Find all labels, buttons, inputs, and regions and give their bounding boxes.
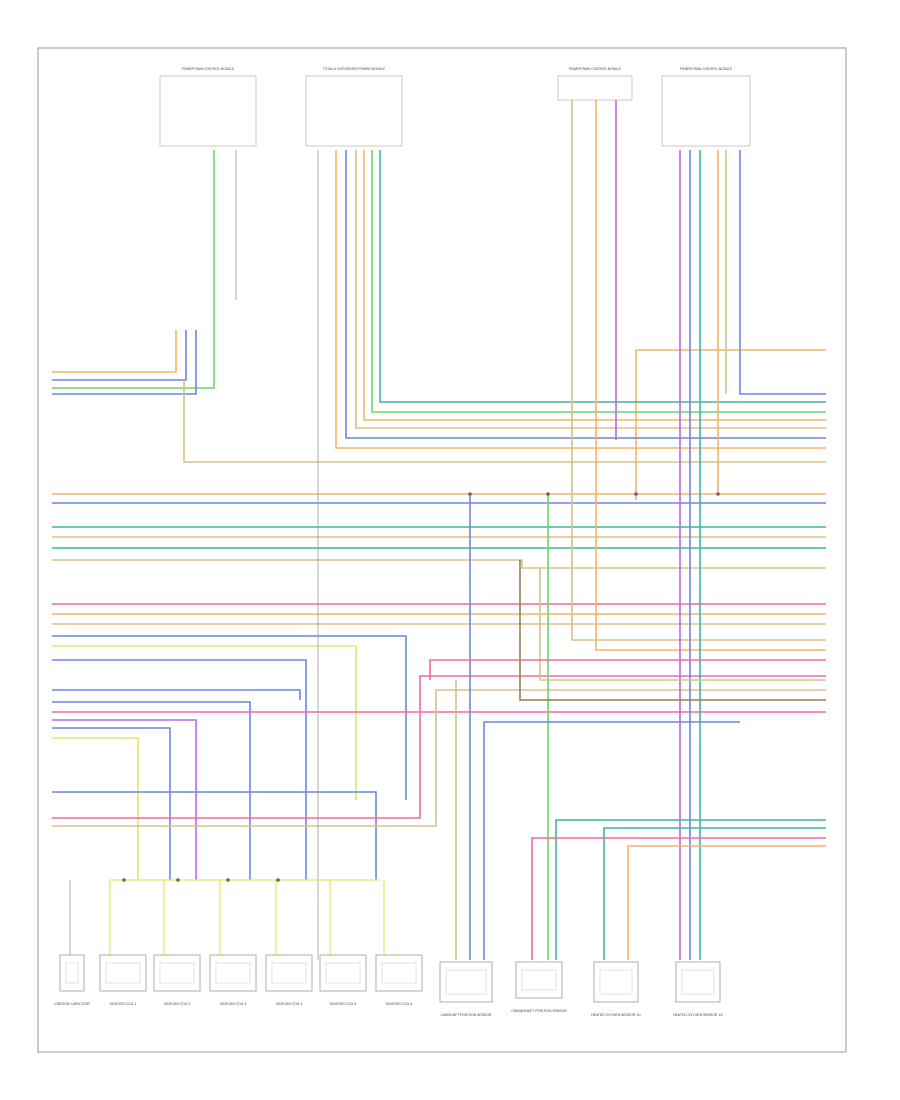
component-label-4: IGNITION COIL 3 bbox=[220, 1002, 247, 1006]
component-label-8: CAMSHAFT POSITION SENSOR bbox=[441, 1013, 493, 1017]
wire-31 bbox=[355, 150, 826, 429]
component-inner-7 bbox=[381, 962, 417, 984]
wire-52 bbox=[539, 568, 826, 681]
component-inner-11 bbox=[681, 969, 715, 995]
splice-dot bbox=[122, 878, 126, 882]
wire-10 bbox=[52, 559, 826, 569]
wire-24 bbox=[52, 675, 826, 819]
component-label-2: IGNITION COIL 1 bbox=[110, 1002, 137, 1006]
splice-dot bbox=[468, 492, 472, 496]
component-label-11: HEATED OXYGEN SENSOR 1/2 bbox=[673, 1013, 723, 1017]
wire-14 bbox=[52, 635, 407, 800]
component-label-7: IGNITION COIL 6 bbox=[386, 1002, 413, 1006]
wire-16 bbox=[52, 659, 307, 880]
component-box-8 bbox=[439, 961, 493, 1003]
component-inner-4 bbox=[215, 962, 251, 984]
wire-30 bbox=[363, 150, 826, 421]
splice-dot bbox=[634, 492, 638, 496]
wire-32 bbox=[345, 150, 826, 439]
wire-46 bbox=[531, 837, 826, 960]
wire-22 bbox=[52, 737, 139, 880]
wire-37 bbox=[595, 100, 826, 651]
splice-dot bbox=[276, 878, 280, 882]
wire-1 bbox=[52, 330, 177, 373]
wire-4 bbox=[52, 330, 197, 395]
top-component-label-4: POWERTRAIN CONTROL MODULE bbox=[680, 67, 732, 71]
diagram-border bbox=[37, 47, 847, 1053]
component-box-11 bbox=[675, 961, 721, 1003]
component-box-5 bbox=[265, 954, 313, 992]
top-component-label-3: POWERTRAIN CONTROL MODULE bbox=[569, 67, 621, 71]
component-box-4 bbox=[209, 954, 257, 992]
wire-21 bbox=[52, 727, 171, 880]
wire-2 bbox=[52, 330, 187, 381]
wire-35 bbox=[739, 150, 826, 395]
component-inner-2 bbox=[105, 962, 141, 984]
wire-18 bbox=[52, 701, 251, 880]
wire-23 bbox=[52, 791, 377, 880]
component-inner-9 bbox=[521, 969, 557, 991]
wire-15 bbox=[52, 645, 357, 800]
splice-dot bbox=[716, 492, 720, 496]
wire-34 bbox=[183, 380, 826, 463]
top-module-4 bbox=[661, 75, 751, 147]
wire-36 bbox=[571, 100, 826, 641]
top-component-label-1: POWERTRAIN CONTROL MODULE bbox=[182, 67, 234, 71]
component-box-9 bbox=[515, 961, 563, 999]
component-label-1: IGNITION CAPACITOR bbox=[54, 1002, 90, 1006]
top-module-2 bbox=[305, 75, 403, 147]
component-label-9: CRANKSHAFT POSITION SENSOR bbox=[511, 1009, 567, 1013]
top-component-label-2: TOTALLY INTEGRATED POWER MODULE bbox=[323, 67, 385, 71]
component-inner-8 bbox=[445, 969, 487, 995]
splice-dot bbox=[176, 878, 180, 882]
component-inner-5 bbox=[271, 962, 307, 984]
component-label-5: IGNITION COIL 4 bbox=[276, 1002, 303, 1006]
splice-dot bbox=[546, 492, 550, 496]
wire-layer bbox=[52, 100, 826, 960]
wire-17 bbox=[52, 689, 301, 700]
top-module-3 bbox=[557, 75, 633, 101]
wire-54 bbox=[429, 659, 826, 680]
component-box-1 bbox=[59, 954, 85, 992]
wire-3 bbox=[52, 150, 215, 389]
wire-20 bbox=[52, 719, 197, 880]
component-box-2 bbox=[99, 954, 147, 992]
component-inner-3 bbox=[159, 962, 195, 984]
wire-48 bbox=[627, 845, 826, 960]
splice-dot bbox=[226, 878, 230, 882]
component-inner-6 bbox=[325, 962, 361, 984]
component-inner-10 bbox=[599, 969, 633, 995]
wire-50 bbox=[483, 721, 740, 960]
component-box-6 bbox=[319, 954, 367, 992]
component-box-3 bbox=[153, 954, 201, 992]
component-box-10 bbox=[593, 961, 639, 1003]
component-label-3: IGNITION COIL 2 bbox=[164, 1002, 191, 1006]
component-label-10: HEATED OXYGEN SENSOR 1/1 bbox=[591, 1013, 641, 1017]
component-box-7 bbox=[375, 954, 423, 992]
wire-28 bbox=[379, 150, 826, 403]
wire-47 bbox=[603, 827, 826, 960]
component-label-6: IGNITION COIL 5 bbox=[330, 1002, 357, 1006]
wire-25 bbox=[52, 689, 826, 827]
component-inner-1 bbox=[65, 962, 79, 984]
component-layer: POWERTRAIN CONTROL MODULE TOTALLY INTEGRA… bbox=[54, 67, 751, 1017]
wire-33 bbox=[335, 150, 826, 449]
top-module-1 bbox=[159, 75, 257, 147]
wire-29 bbox=[371, 150, 826, 413]
wire-45 bbox=[555, 819, 826, 960]
wire-53 bbox=[519, 560, 826, 701]
